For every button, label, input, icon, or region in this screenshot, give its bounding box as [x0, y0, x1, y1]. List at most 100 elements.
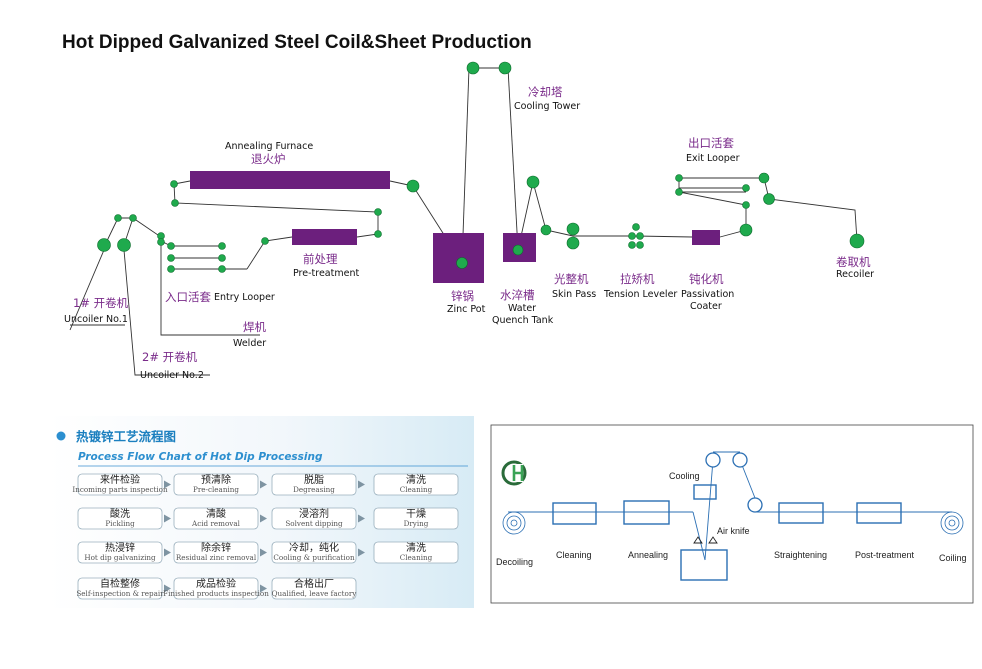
flow-arrow-icon [164, 480, 171, 489]
cooling-unit [693, 484, 717, 500]
tower-roll [498, 61, 512, 75]
flow-title-en: Process Flow Chart of Hot Dip Processing [78, 451, 323, 463]
schematic-annealing-label: Annealing [628, 550, 668, 560]
uncoiler-2-label-cn: 2# 开卷机 [142, 350, 198, 364]
flow-step-en: Pre-cleaning [193, 485, 239, 494]
cooling-tower-label-cn: 冷却塔 [528, 85, 563, 99]
skin-pass-label-cn: 光整机 [554, 272, 589, 286]
flow-step-en: Hot dip galvanizing [84, 553, 156, 562]
flow-step-box [271, 507, 357, 530]
exit-looper-rollers [675, 172, 775, 237]
flow-step-box [173, 507, 259, 530]
schematic-cooling-label: Cooling [669, 471, 700, 481]
strip-lines [69, 67, 858, 376]
flow-step-cn: 清洗 [406, 473, 426, 486]
flow-step-box [271, 577, 357, 600]
tower-roll [466, 61, 480, 75]
flow-step-box [271, 473, 357, 496]
uncoiler-1-label-cn: 1# 开卷机 [73, 296, 129, 310]
flow-step-cn: 清洗 [406, 541, 426, 554]
page-title: Hot Dipped Galvanized Steel Coil&Sheet P… [62, 32, 532, 53]
skin-pass-roll [566, 236, 580, 250]
tension-leveler-rolls [628, 223, 644, 249]
flow-arrow-icon [164, 548, 171, 557]
exit-looper-label-en: Exit Looper [686, 153, 740, 164]
uncoiler-2-roll [117, 238, 131, 252]
flow-step-cn: 热浸锌 [105, 541, 135, 554]
flow-step-box [373, 541, 459, 564]
tension-label-en: Tension Leveler [603, 289, 677, 300]
flow-arrow-icon [260, 480, 267, 489]
flow-title-cn: 热镀锌工艺流程图 [76, 429, 176, 444]
entry-looper-label-en: Entry Looper [214, 292, 275, 303]
flow-arrow-icon [164, 584, 171, 593]
flow-step-en: Incoming parts inspection [72, 485, 168, 494]
flow-step-en: Degreasing [293, 485, 335, 494]
flow-step-cn: 清酸 [206, 507, 226, 520]
flow-arrow-icon [358, 480, 365, 489]
passivation-label-cn: 钝化机 [689, 272, 724, 286]
recoiler-label-cn: 卷取机 [836, 255, 871, 269]
flow-step-box [77, 541, 163, 564]
skin-pass-roll [566, 222, 580, 236]
schematic-decoiling-label: Decoiling [496, 557, 533, 567]
flow-step-en: Finished products inspection [163, 589, 269, 598]
tension-label-cn: 拉矫机 [620, 272, 655, 286]
flow-step-en: Drying [404, 519, 429, 528]
flow-step-en: Qualified, leave factory [272, 589, 358, 598]
schematic-straightening-label: Straightening [774, 550, 827, 560]
welder-label-cn: 焊机 [243, 320, 266, 334]
flow-step-box [77, 473, 163, 496]
guide-roll [374, 208, 382, 216]
flow-step-cn: 合格出厂 [294, 577, 334, 590]
skin-pass-label-en: Skin Pass [552, 289, 596, 300]
flow-step-cn: 除余锌 [201, 541, 231, 554]
flow-step-en: Residual zinc removal [176, 553, 257, 562]
exit-looper-label-cn: 出口活套 [688, 136, 734, 150]
quench-label-en-2: Quench Tank [492, 315, 554, 326]
quench-label-cn: 水淬槽 [500, 288, 535, 302]
entry-looper-rollers [167, 237, 269, 273]
flow-step-cn: 冷却，纯化 [289, 541, 339, 554]
flow-arrow-icon [260, 584, 267, 593]
passivation-label-en-2: Coater [690, 301, 722, 312]
flow-step-cn: 干燥 [406, 508, 426, 520]
flow-step-box [173, 541, 259, 564]
uncoiler-1-label-en: Uncoiler No.1 [64, 314, 128, 325]
flow-arrow-icon [164, 514, 171, 523]
annealing-label-en: Annealing Furnace [225, 141, 313, 152]
schematic-coiling-label: Coiling [939, 553, 967, 563]
recoiler-roll [849, 233, 865, 249]
guide-roll [374, 230, 382, 238]
schematic-strip [508, 451, 952, 561]
guide-roll [171, 199, 179, 207]
sink-roll [456, 257, 468, 269]
entry-looper-label-cn: 入口活套 [165, 290, 211, 304]
schematic-air-knife-label: Air knife [717, 526, 750, 536]
uncoiler-2-label-en: Uncoiler No.2 [140, 370, 204, 381]
flow-arrow-icon [358, 514, 365, 523]
zinc-pot-label-en: Zinc Pot [447, 304, 486, 315]
cooling-tower-label-en: Cooling Tower [514, 101, 580, 112]
cleaning-unit [552, 502, 597, 525]
flow-arrow-icon [260, 548, 267, 557]
flow-step-box [271, 541, 357, 564]
flow-step-cn: 酸洗 [110, 507, 130, 520]
flow-arrow-icon [358, 548, 365, 557]
schematic-post-treatment-label: Post-treatment [855, 550, 915, 560]
passivation-label-en-1: Passivation [681, 289, 734, 300]
